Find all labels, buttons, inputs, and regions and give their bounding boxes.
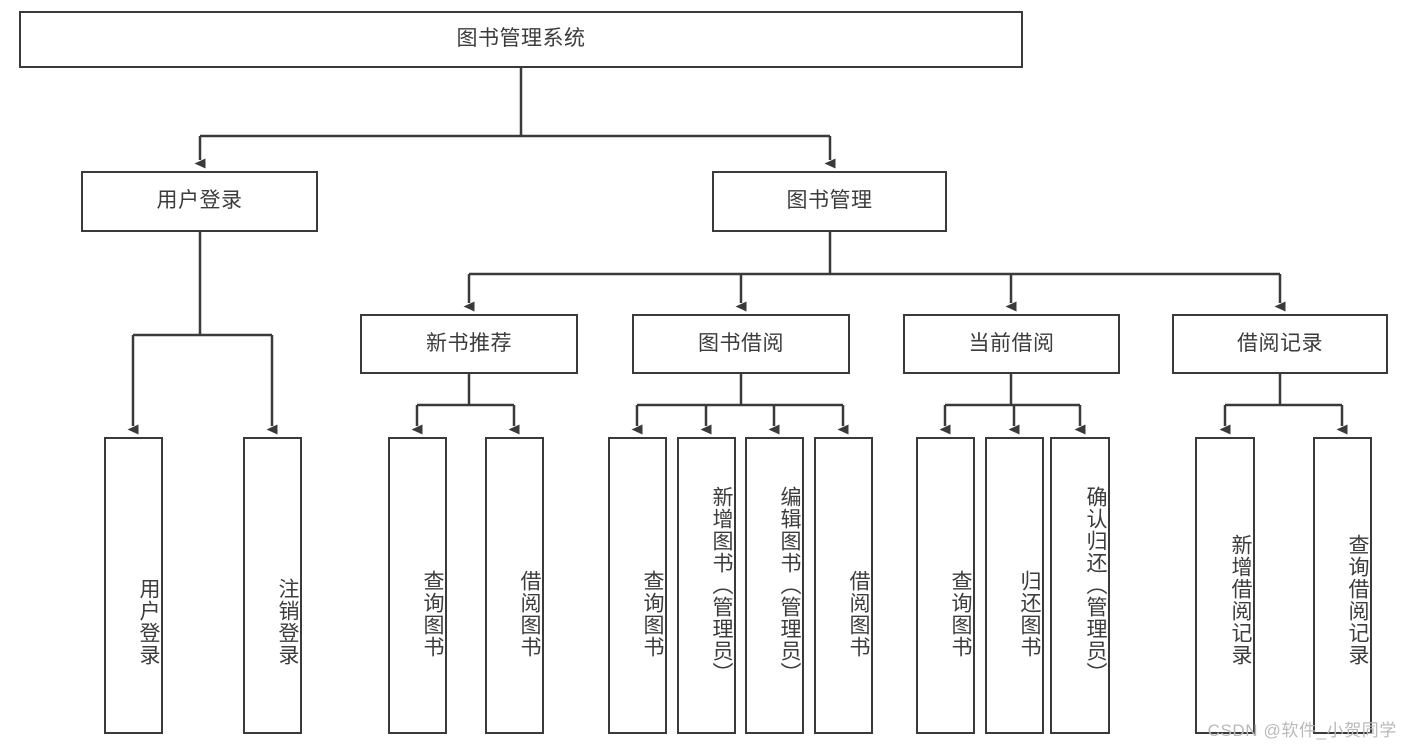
- leaf-query-book-rec[interactable]: 查询图书: [388, 437, 447, 734]
- leaf-edit-book-admin[interactable]: 编辑图书（管理员）: [745, 437, 804, 734]
- node-user-login[interactable]: 用户登录: [81, 171, 318, 232]
- leaf-add-book-admin[interactable]: 新增图书（管理员）: [677, 437, 736, 734]
- leaf-query-borrow-record[interactable]: 查询借阅记录: [1313, 437, 1372, 734]
- leaf-add-borrow-record[interactable]: 新增借阅记录: [1195, 437, 1255, 734]
- node-borrow-record[interactable]: 借阅记录: [1172, 314, 1388, 374]
- leaf-query-book-current[interactable]: 查询图书: [916, 437, 975, 734]
- leaf-user-logout[interactable]: 注销登录: [243, 437, 302, 734]
- leaf-user-login[interactable]: 用户登录: [104, 437, 163, 734]
- watermark: CSDN @软件_小贺同学: [1207, 721, 1397, 740]
- node-root[interactable]: 图书管理系统: [19, 11, 1023, 68]
- leaf-query-book-borrow[interactable]: 查询图书: [608, 437, 667, 734]
- node-current-borrow[interactable]: 当前借阅: [903, 314, 1120, 374]
- node-book-borrow[interactable]: 图书借阅: [632, 314, 850, 374]
- leaf-return-book[interactable]: 归还图书: [985, 437, 1044, 734]
- leaf-confirm-return-admin[interactable]: 确认归还（管理员）: [1050, 437, 1110, 734]
- leaf-borrow-book-rec[interactable]: 借阅图书: [485, 437, 544, 734]
- node-new-book-recommend[interactable]: 新书推荐: [360, 314, 578, 374]
- node-book-manage[interactable]: 图书管理: [712, 171, 947, 232]
- leaf-borrow-book[interactable]: 借阅图书: [814, 437, 873, 734]
